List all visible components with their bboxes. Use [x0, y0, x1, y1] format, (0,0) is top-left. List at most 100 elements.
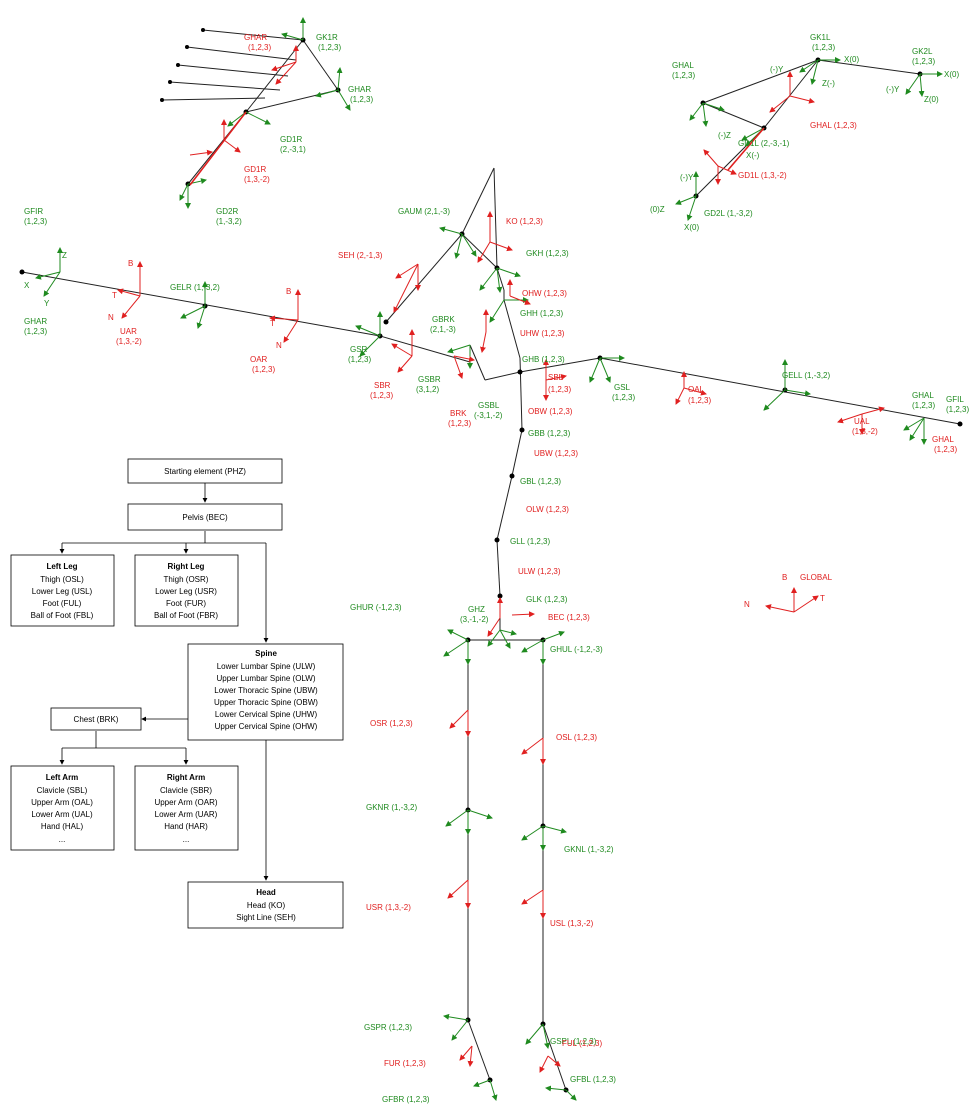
- axis-letter: Z(0): [924, 95, 939, 104]
- flow-box-start: Starting element (PHZ): [127, 458, 283, 484]
- red-label: OHW (1,2,3): [522, 289, 567, 298]
- green-label: (1,2,3): [318, 43, 341, 52]
- green-label: (2,-3,1): [280, 145, 306, 154]
- right-arm-item: Clavicle (SBR): [160, 786, 212, 795]
- green-label: GBB (1,2,3): [528, 429, 571, 438]
- left-arm-item: ...: [59, 835, 66, 844]
- right-arm-item: ...: [183, 835, 190, 844]
- head-item: Head (KO): [247, 901, 286, 910]
- spine-title: Spine: [255, 649, 277, 658]
- flow-box-chest: Chest (BRK): [50, 707, 142, 731]
- green-label: GD1L (2,-3,-1): [738, 139, 790, 148]
- green-label: GHH (1,2,3): [520, 309, 563, 318]
- spine-item: Lower Thoracic Spine (UBW): [214, 686, 318, 695]
- red-label: FUL (1,2,3): [562, 1039, 602, 1048]
- red-axes: [117, 45, 885, 1073]
- flow-pelvis-label: Pelvis (BEC): [182, 513, 228, 522]
- red-label: UAR: [120, 327, 137, 336]
- green-label: GK1L: [810, 33, 831, 42]
- green-label: (1,2,3): [24, 327, 47, 336]
- green-label: GHZ: [468, 605, 485, 614]
- green-label: GFBL (1,2,3): [570, 1075, 616, 1084]
- right-leg-item: Ball of Foot (FBR): [154, 611, 218, 620]
- flow-box-pelvis: Pelvis (BEC): [127, 503, 283, 531]
- flow-box-right-leg: Right Leg Thigh (OSR) Lower Leg (USR) Fo…: [134, 554, 239, 627]
- left-arm-item: Hand (HAL): [41, 822, 84, 831]
- green-label: GKNR (1,-3,2): [366, 803, 417, 812]
- green-labels: GK1R (1,2,3) GHAR (1,2,3) GD1R (2,-3,1) …: [24, 33, 969, 1104]
- flow-box-right-arm: Right Arm Clavicle (SBR) Upper Arm (OAR)…: [134, 765, 239, 851]
- left-arm-item: Clavicle (SBL): [37, 786, 88, 795]
- axis-letter: B: [128, 259, 133, 268]
- axis-letter: Z(-): [822, 79, 835, 88]
- axis-letter: (-)Y: [770, 65, 784, 74]
- green-label: (1,2,3): [348, 355, 371, 364]
- axis-letter: X(0): [844, 55, 859, 64]
- red-label: GHAR: [244, 33, 267, 42]
- left-leg-item: Ball of Foot (FBL): [31, 611, 94, 620]
- right-leg-item: Lower Leg (USR): [155, 587, 217, 596]
- left-leg-item: Foot (FUL): [43, 599, 82, 608]
- green-label: (2,1,-3): [430, 325, 456, 334]
- green-label: GAUM (2,1,-3): [398, 207, 450, 216]
- red-label: ULW (1,2,3): [518, 567, 561, 576]
- green-label: GBRK: [432, 315, 455, 324]
- red-label: GD1L (1,3,-2): [738, 171, 787, 180]
- green-label: GSBL: [478, 401, 500, 410]
- red-label: BEC (1,2,3): [548, 613, 590, 622]
- global-axis-b: B: [782, 573, 787, 582]
- green-label: GHAL: [912, 391, 934, 400]
- green-label: (3,1,2): [416, 385, 439, 394]
- axis-letter: N: [108, 313, 114, 322]
- head-title: Head: [256, 888, 276, 897]
- green-label: GSL: [614, 383, 631, 392]
- right-arm-title: Right Arm: [167, 773, 205, 782]
- left-arm-item: Lower Arm (UAL): [31, 810, 93, 819]
- green-label: (1,2,3): [946, 405, 969, 414]
- green-label: GSBR: [418, 375, 441, 384]
- red-label: (1,2,3): [248, 43, 271, 52]
- red-label: (1,2,3): [370, 391, 393, 400]
- red-label: UBW (1,2,3): [534, 449, 578, 458]
- red-label: FUR (1,2,3): [384, 1059, 426, 1068]
- green-label: GHAR: [348, 85, 371, 94]
- axis-letter: (-)Y: [680, 173, 694, 182]
- red-label: (1,2,3): [934, 445, 957, 454]
- left-leg-item: Lower Leg (USL): [32, 587, 93, 596]
- green-label: GD2L (1,-3,2): [704, 209, 753, 218]
- global-axis-n: N: [744, 600, 750, 609]
- red-label: USR (1,3,-2): [366, 903, 411, 912]
- green-label: GLK (1,2,3): [526, 595, 568, 604]
- green-label: GK2L: [912, 47, 933, 56]
- hierarchy-flowchart: [59, 483, 269, 881]
- axis-letter: T: [112, 291, 117, 300]
- red-label: BRK: [450, 409, 467, 418]
- red-label: OBW (1,2,3): [528, 407, 573, 416]
- flow-box-left-arm: Left Arm Clavicle (SBL) Upper Arm (OAL) …: [10, 765, 115, 851]
- green-label: GK1R: [316, 33, 338, 42]
- right-arm-item: Upper Arm (OAR): [154, 798, 217, 807]
- green-label: GD1R: [280, 135, 302, 144]
- green-label: GHB (1,2,3): [522, 355, 565, 364]
- axis-letter: Z: [62, 251, 67, 260]
- global-frame-label: GLOBAL: [800, 573, 833, 582]
- spine-item: Upper Lumbar Spine (OLW): [217, 674, 316, 683]
- axis-letter: B: [286, 287, 291, 296]
- spine-item: Upper Cervical Spine (OHW): [215, 722, 318, 731]
- red-limb-segments: [189, 111, 765, 186]
- green-label: GLL (1,2,3): [510, 537, 551, 546]
- flow-start-label: Starting element (PHZ): [164, 467, 246, 476]
- red-label: UHW (1,2,3): [520, 329, 565, 338]
- green-label: GHUL (-1,2,-3): [550, 645, 603, 654]
- green-label: GHAR: [24, 317, 47, 326]
- axis-letter: X(-): [746, 151, 760, 160]
- right-arm-item: Lower Arm (UAR): [155, 810, 218, 819]
- green-label: (-3,1,-2): [474, 411, 503, 420]
- red-label: (1,2,3): [252, 365, 275, 374]
- red-label: (1,2,3): [688, 396, 711, 405]
- green-label: (1,2,3): [612, 393, 635, 402]
- axis-letter: (-)Z: [718, 131, 731, 140]
- green-axes: [35, 17, 943, 1101]
- left-arm-title: Left Arm: [46, 773, 79, 782]
- red-label: SBL: [548, 373, 564, 382]
